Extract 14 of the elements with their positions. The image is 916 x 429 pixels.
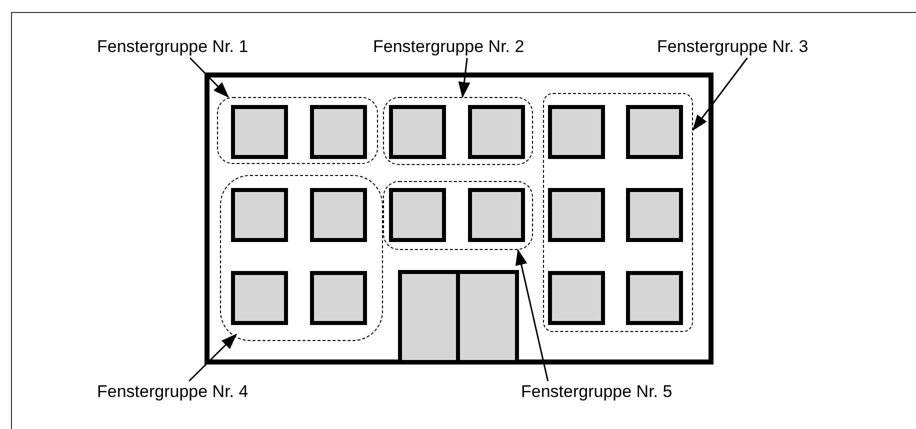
window-group-outline xyxy=(217,97,378,164)
window-group-outline xyxy=(383,181,533,250)
window-group-outline xyxy=(383,97,533,165)
group-label: Fenstergruppe Nr. 3 xyxy=(657,36,849,58)
leader-arrow xyxy=(692,58,748,131)
group-label: Fenstergruppe Nr. 4 xyxy=(97,381,289,403)
group-label: Fenstergruppe Nr. 1 xyxy=(97,36,287,58)
leader-arrow xyxy=(188,334,237,382)
leader-arrow xyxy=(190,57,229,98)
group-label: Fenstergruppe Nr. 5 xyxy=(521,381,713,403)
leader-arrow xyxy=(515,249,549,382)
window-group-outline xyxy=(543,93,693,332)
window-group-outline xyxy=(220,175,383,341)
group-label: Fenstergruppe Nr. 2 xyxy=(373,36,565,58)
